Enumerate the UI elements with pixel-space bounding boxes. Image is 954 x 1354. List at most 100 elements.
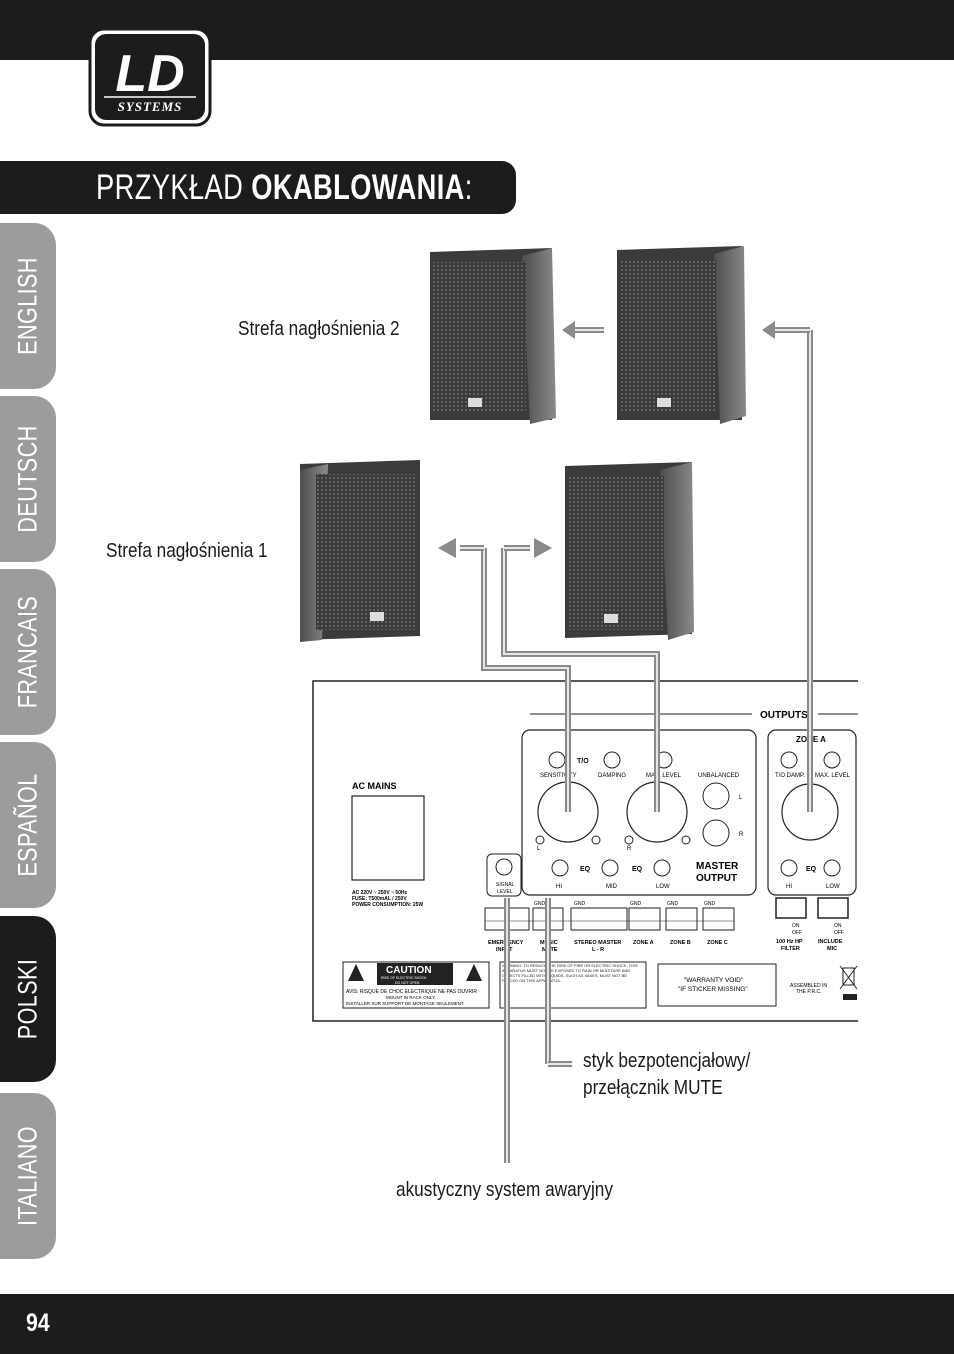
zone-a-term-label: ZONE A bbox=[633, 940, 654, 946]
rca-r-label: R bbox=[739, 832, 744, 838]
contact-label-line1: styk bezpotencjałowy/ bbox=[583, 1050, 751, 1072]
ac-mains-label: AC MAINS bbox=[352, 781, 397, 791]
logo-main-text: LD bbox=[115, 45, 184, 103]
zone2-label: Strefa nagłośnienia 2 bbox=[238, 318, 400, 340]
logo-sub-text: SYSTEMS bbox=[118, 99, 183, 114]
eq-label: EQ bbox=[580, 866, 591, 873]
page-number: 94 bbox=[26, 1309, 50, 1337]
signal-level-label-2: LEVEL bbox=[497, 889, 513, 895]
low-label: LOW bbox=[656, 884, 670, 890]
damping-label: DAMPING bbox=[598, 773, 626, 779]
caution-sub-1: RISK OF ELECTRIC SHOCK bbox=[381, 976, 427, 980]
ac-spec-1: AC 220V ~ 250V ~ 50Hz bbox=[352, 890, 408, 896]
warranty-box bbox=[657, 963, 777, 1007]
zone1-label: Strefa nagłośnienia 1 bbox=[106, 540, 268, 562]
arrow-zone1-left bbox=[438, 538, 456, 558]
mid-label: MID bbox=[606, 884, 618, 890]
sensitivity-label: SENSITIVITY bbox=[540, 773, 577, 779]
zone-a-terminal bbox=[628, 907, 661, 931]
avis-text: AVIS: RISQUE DE CHOC ELECTRIQUE NE PAS O… bbox=[346, 989, 477, 995]
mount-text-2: INSTALLER SUR SUPPORT DE MONTAGE SEULEME… bbox=[346, 1001, 464, 1006]
zone-a-low-label: LOW bbox=[826, 884, 840, 890]
contact-label-line2: przełącznik MUTE bbox=[583, 1077, 723, 1099]
signal-level-label-1: SIGNAL bbox=[496, 882, 515, 888]
hp-filter-switch bbox=[775, 897, 807, 919]
outputs-label: OUTPUTS bbox=[760, 710, 808, 721]
speaker-zone1-right bbox=[565, 462, 694, 640]
eq-low-knob bbox=[653, 859, 671, 877]
mount-text-1: MOUNT IN RACK ONLY. bbox=[386, 995, 436, 1000]
gnd-label-3: GND bbox=[630, 901, 642, 907]
amplifier-rear-panel: OUTPUTS AC MAINS AC 220V ~ 250V ~ 50Hz F… bbox=[312, 680, 858, 1022]
footer-bar bbox=[0, 1294, 954, 1354]
hp-off-label: OFF bbox=[792, 930, 802, 936]
master-output-label-2: OUTPUT bbox=[696, 873, 737, 884]
lang-tab-english[interactable]: ENGLISH bbox=[0, 223, 56, 389]
master-output-label-1: MASTER bbox=[696, 861, 739, 872]
ac-spec-3: POWER CONSUMPTION: 25W bbox=[352, 902, 423, 908]
signal-level-knob bbox=[495, 858, 513, 876]
eq-hi-knob bbox=[551, 859, 569, 877]
gnd-label-1: GND bbox=[534, 901, 546, 907]
stereo-master-label-2: L - R bbox=[592, 947, 604, 953]
weee-bin-icon bbox=[839, 965, 858, 1000]
mic-on-label: ON bbox=[834, 923, 842, 929]
include-mic-label-2: MIC bbox=[827, 946, 837, 952]
include-mic-label-1: INCLUDE bbox=[818, 939, 843, 945]
section-title-tab bbox=[0, 161, 516, 214]
mic-off-label: OFF bbox=[834, 930, 844, 936]
zone-a-eq-label: EQ bbox=[806, 866, 817, 873]
sensitivity-knob bbox=[548, 751, 566, 769]
stereo-master-terminal bbox=[570, 907, 628, 931]
ac-spec-2: FUSE: T500mAL / 250V bbox=[352, 896, 407, 902]
speaker-zone2-right bbox=[617, 246, 746, 424]
zone-b-terminal bbox=[665, 907, 698, 931]
zone-c-term-label: ZONE C bbox=[707, 940, 728, 946]
lang-tab-italiano[interactable]: ITALIANO bbox=[0, 1093, 56, 1259]
caution-title: CAUTION bbox=[386, 965, 432, 976]
max-level-label: MAX. LEVEL bbox=[646, 773, 682, 779]
zone-a-damping-knob bbox=[780, 751, 798, 769]
zone-a-hi-label: HI bbox=[786, 884, 792, 890]
to-label: T/O bbox=[577, 758, 589, 765]
rca-right bbox=[702, 819, 730, 847]
hp-filter-label-1: 100 Hz HP bbox=[776, 939, 803, 945]
speaker-zone1-left bbox=[300, 460, 420, 642]
rca-left bbox=[702, 782, 730, 810]
warning-text: WARNING: TO REDUCE THE RISK OF FIRE OR E… bbox=[502, 963, 638, 983]
lang-tab-francais[interactable]: FRANCAIS bbox=[0, 569, 56, 735]
zone-b-term-label: ZONE B bbox=[670, 940, 691, 946]
zone-a-max-level-label: MAX. LEVEL bbox=[815, 773, 851, 779]
stereo-master-label-1: STEREO MASTER bbox=[574, 940, 621, 946]
hp-on-label: ON bbox=[792, 923, 800, 929]
section-title-light: PRZYKŁAD bbox=[96, 168, 252, 207]
lang-tab-deutsch[interactable]: DEUTSCH bbox=[0, 396, 56, 562]
section-title-bold: OKABLOWANIA bbox=[251, 168, 465, 207]
assembled-text-1: ASSEMBLED IN bbox=[790, 983, 827, 989]
warning-box bbox=[499, 961, 647, 1009]
damping-knob bbox=[603, 751, 621, 769]
lang-tab-espanol[interactable]: ESPAÑOL bbox=[0, 742, 56, 908]
zone-a-max-level-knob bbox=[823, 751, 841, 769]
speakon-r-label: R bbox=[627, 846, 632, 852]
rca-l-label: L bbox=[739, 795, 743, 801]
to-damp-label: T/O DAMP. bbox=[775, 773, 805, 779]
caution-sub-2: DO NOT OPEN bbox=[395, 981, 420, 985]
ld-systems-logo: LD SYSTEMS bbox=[88, 27, 212, 127]
speaker-zone2-left bbox=[430, 248, 556, 424]
hp-filter-label-2: FILTER bbox=[781, 946, 800, 952]
emergency-label: akustyczny system awaryjny bbox=[396, 1179, 613, 1201]
eq-label-2: EQ bbox=[632, 866, 643, 873]
gnd-label-4: GND bbox=[667, 901, 679, 907]
unbalanced-label: UNBALANCED bbox=[698, 773, 740, 779]
gnd-label-5: GND bbox=[704, 901, 716, 907]
lang-tab-polski[interactable]: POLSKI bbox=[0, 916, 56, 1082]
eq-mid-knob bbox=[601, 859, 619, 877]
gnd-label-2: GND bbox=[574, 901, 586, 907]
include-mic-switch bbox=[817, 897, 849, 919]
section-title-end: : bbox=[464, 168, 473, 207]
speakon-l-label: L bbox=[537, 846, 541, 852]
hi-label: HI bbox=[556, 884, 562, 890]
section-title: PRZYKŁAD OKABLOWANIA: bbox=[96, 168, 473, 208]
